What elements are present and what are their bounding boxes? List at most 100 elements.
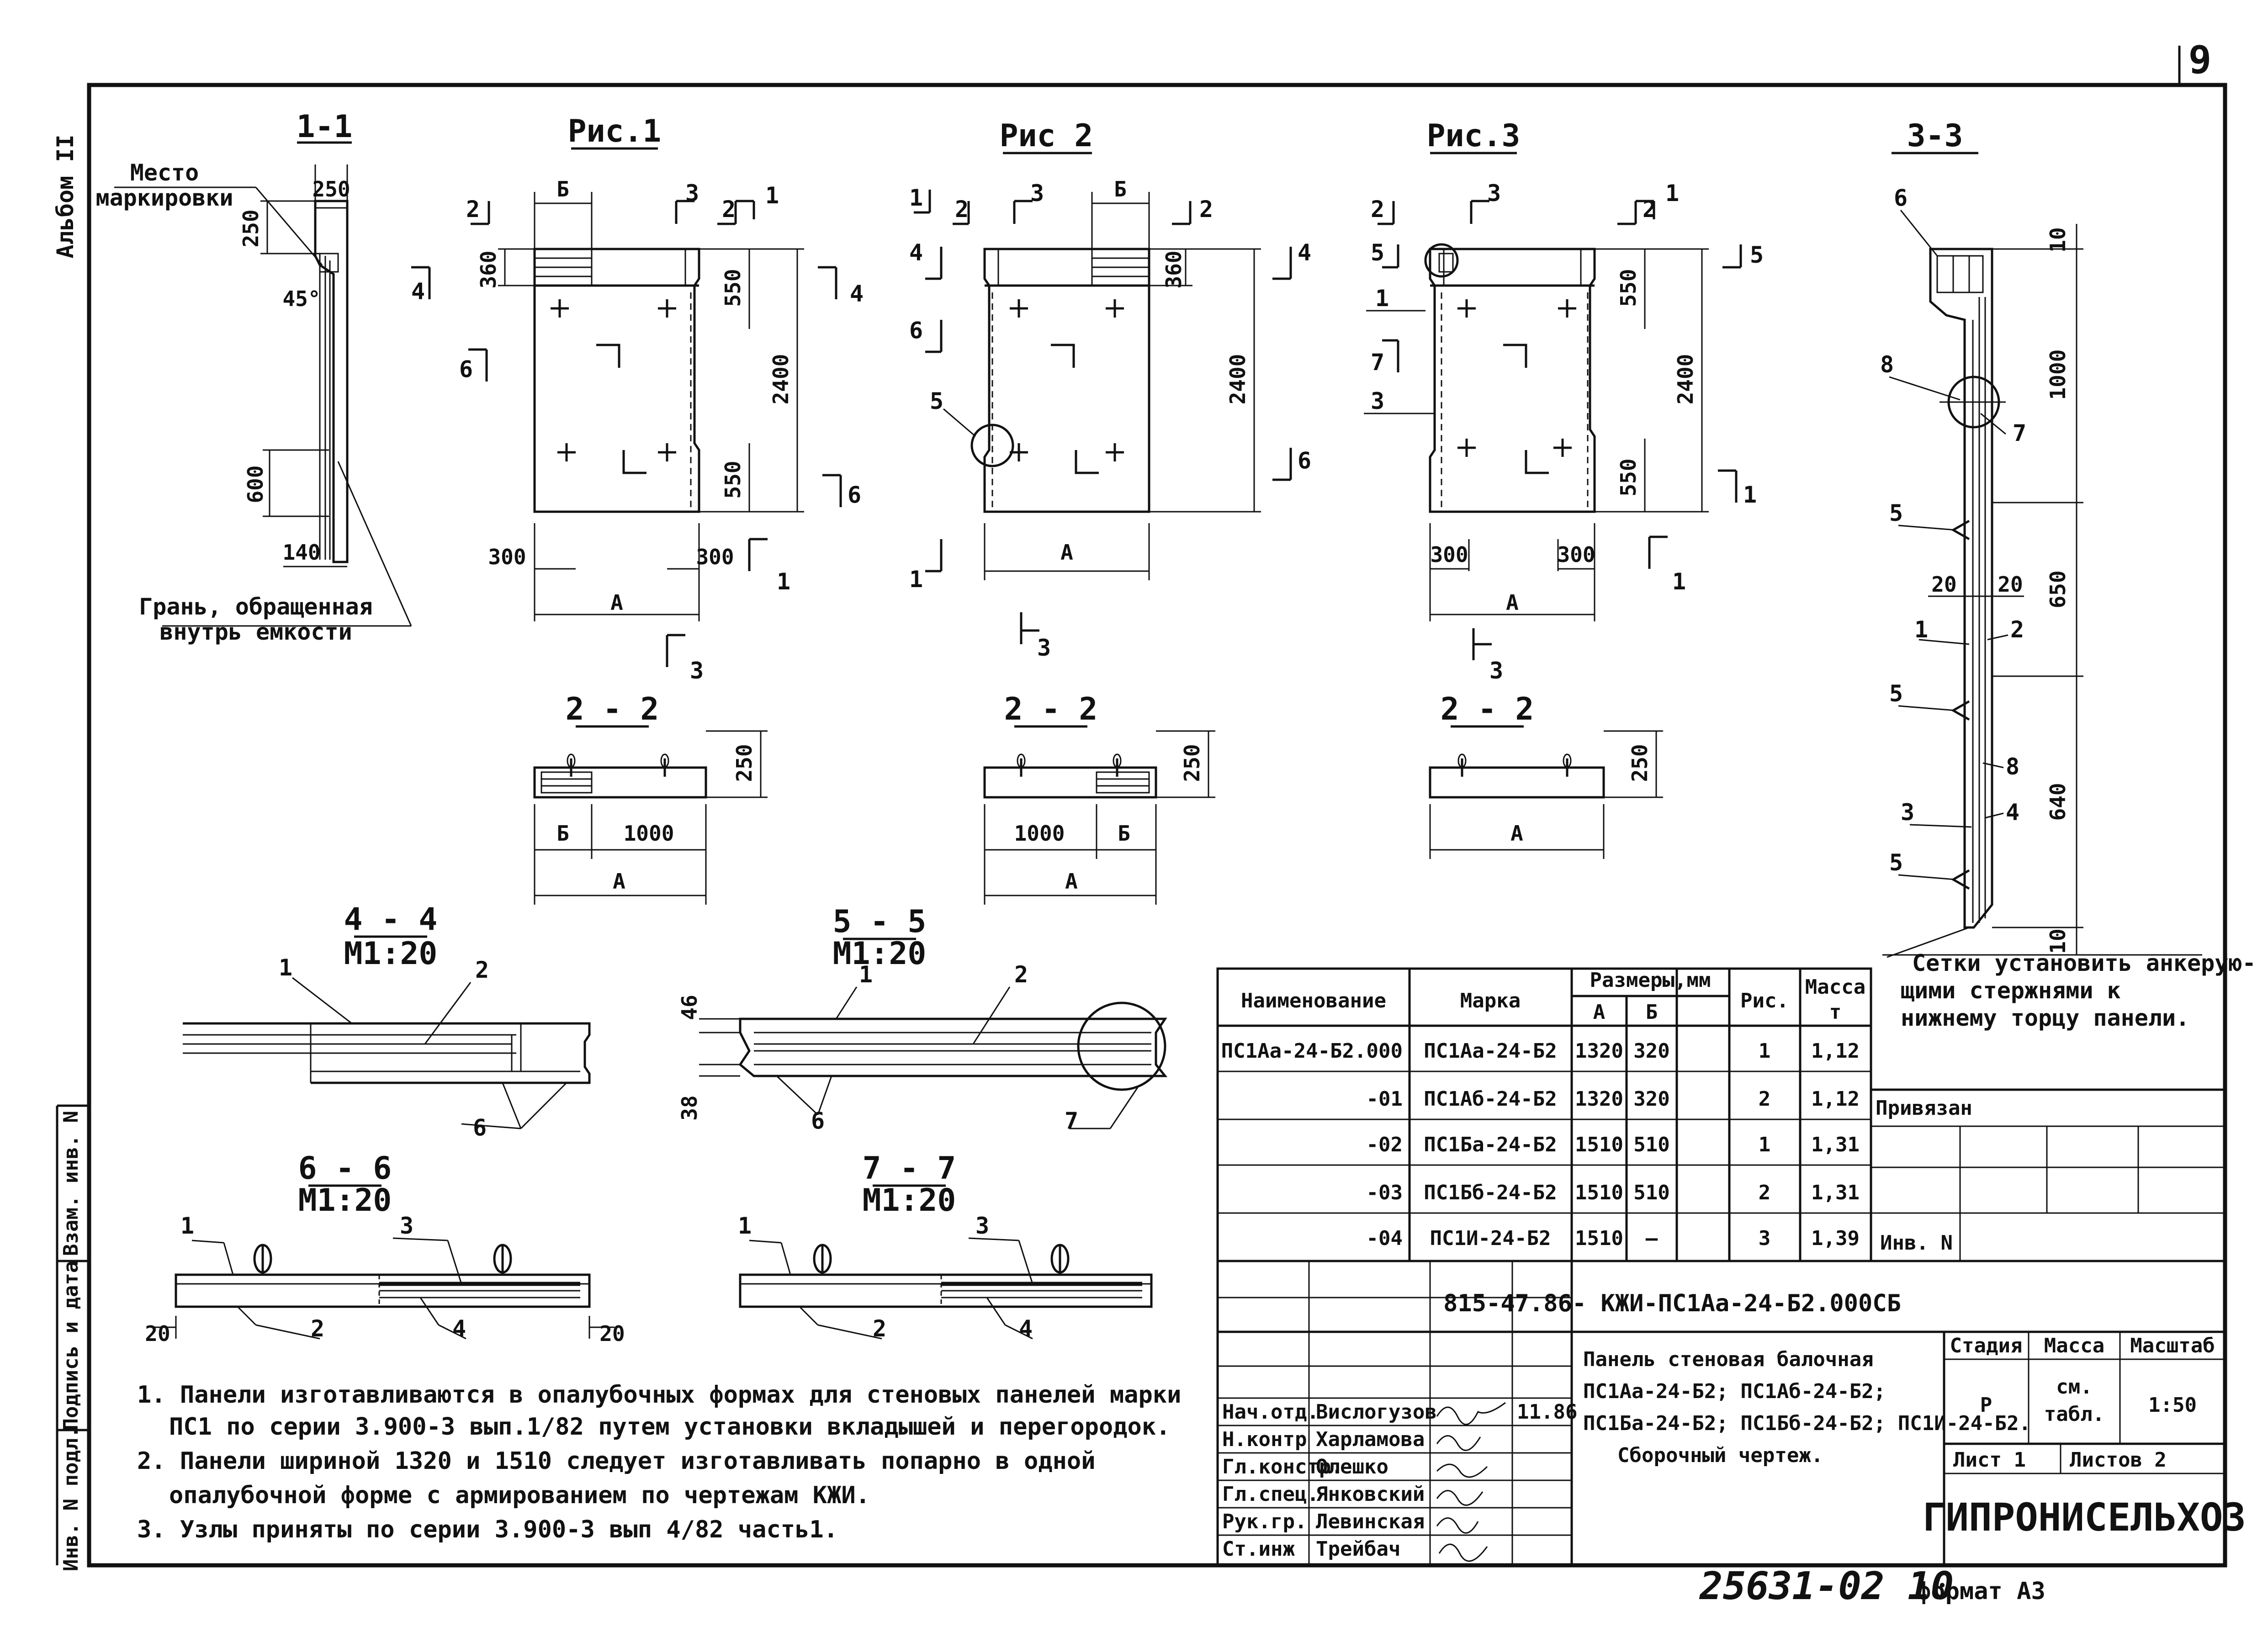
spec-row-4-mass: 1,31 — [1811, 1181, 1860, 1204]
fig1-dim-550-top: 550 — [721, 269, 745, 307]
spec-header-a: А — [1593, 1001, 1606, 1024]
dim-140: 140 — [282, 540, 320, 565]
stamp-title-2: ПС1Аа-24-Б2; ПС1Аб-24-Б2; — [1583, 1380, 1886, 1403]
marking-place-label-1: Место — [130, 159, 199, 186]
sec66-dim-20-right: 20 — [599, 1321, 625, 1346]
section-2-2-a: 2 - 2 250 Б 1000 А — [533, 691, 768, 905]
signature-1 — [1436, 1402, 1506, 1425]
spec-row-2-mass: 1,12 — [1811, 1087, 1860, 1111]
sec55-dim-38: 38 — [677, 1095, 702, 1120]
stamp-mass-value-1: см. — [2056, 1375, 2092, 1399]
mesh-note-2: щими стержнями к — [1901, 977, 2121, 1004]
fig3-dim-300-right: 300 — [1557, 542, 1595, 567]
footer-number: 25631-02 10 — [1699, 1563, 1954, 1608]
svg-text:7: 7 — [1065, 1107, 1078, 1134]
fig1-dim-360: 360 — [476, 250, 501, 288]
section-1-1: 1-1 250 250 45° 600 140 Место маркировки… — [95, 109, 412, 645]
figure-2: Рис 2 5 Б 360 2400 — [909, 118, 1311, 661]
spec-header-mark: Марка — [1460, 989, 1521, 1012]
stamp-name-2: Харламова — [1316, 1428, 1425, 1451]
side-stamp-signature: Подпись и дата — [59, 1261, 83, 1431]
sec33-callout-5a: 5 — [1889, 500, 1903, 526]
figure-3: Рис.3 2400 550 550 300 300 — [1364, 118, 1764, 684]
stamp-stage-header: Стадия — [1950, 1334, 2023, 1357]
sec22b-dim-a: А — [1065, 869, 1078, 894]
section-7-7: 7 - 7 М1:20 1 3 2 4 — [738, 1150, 1153, 1342]
stamp-role-6: Ст.инж — [1222, 1537, 1295, 1561]
sec33-dim-1000: 1000 — [2045, 350, 2070, 400]
stamp-scale-header: Масштаб — [2130, 1334, 2215, 1357]
svg-text:3: 3 — [400, 1213, 413, 1239]
note-3: 3. Узлы приняты по серии 3.900-3 вып 4/8… — [137, 1516, 838, 1543]
sec22c-title: 2 - 2 — [1441, 691, 1534, 727]
sec55-title: 5 - 5 — [833, 904, 927, 940]
svg-text:1: 1 — [279, 954, 292, 981]
spec-row-4-name: -03 — [1367, 1181, 1403, 1204]
svg-text:2: 2 — [475, 957, 489, 983]
signature-6 — [1438, 1543, 1488, 1562]
stamp-role-4: Гл.спец. — [1222, 1483, 1319, 1506]
fig1-dim-b: Б — [556, 177, 569, 201]
fig2-dim-b: Б — [1114, 177, 1127, 201]
fig3-dim-550-bot: 550 — [1616, 458, 1641, 496]
stamp-title-1: Панель стеновая балочная — [1583, 1348, 1874, 1371]
svg-text:2: 2 — [722, 196, 736, 223]
svg-text:3: 3 — [1037, 635, 1051, 661]
stamp-role-5: Рук.гр. — [1222, 1510, 1307, 1533]
stamp-name-4: Янковский — [1316, 1483, 1425, 1506]
spec-row-1-name: ПС1Аа-24-Б2.000 — [1221, 1039, 1403, 1063]
sec33-callout-5b: 5 — [1889, 680, 1903, 707]
svg-text:2: 2 — [1371, 196, 1384, 223]
side-stamp-replace: Взам. инв. N — [59, 1111, 83, 1256]
section-3-3: 3-3 10 1000 650 640 10 20 20 6 8 7 5 1 2… — [1880, 118, 2256, 1031]
svg-text:2: 2 — [466, 196, 480, 223]
svg-text:1: 1 — [765, 182, 779, 209]
fig2-dim-360: 360 — [1161, 250, 1186, 288]
sec33-callout-3: 3 — [1901, 799, 1914, 826]
page-number: 9 — [2189, 37, 2212, 82]
sec33-dim-640: 640 — [2045, 783, 2070, 821]
spec-row-2-fig: 2 — [1759, 1087, 1771, 1111]
svg-text:1: 1 — [1743, 482, 1757, 508]
svg-text:1: 1 — [738, 1213, 752, 1239]
stamp-name-5: Левинская — [1316, 1510, 1425, 1533]
title-block: Привязан Инв. N Нач.отд. Вислогузов 11.8… — [1216, 1088, 2246, 1565]
stamp-mass-header: Масса — [2044, 1334, 2104, 1357]
svg-text:5: 5 — [1750, 242, 1764, 268]
sec33-dim-650: 650 — [2045, 570, 2070, 608]
stamp-bound: Привязан — [1876, 1097, 1972, 1120]
mesh-note-3: нижнему торцу панели. — [1901, 1005, 2189, 1031]
svg-text:2: 2 — [1014, 961, 1028, 988]
svg-text:1: 1 — [777, 568, 790, 595]
fig3-dim-550-top: 550 — [1616, 269, 1641, 307]
stamp-title-4: Сборочный чертеж. — [1617, 1444, 1823, 1467]
fig1-dim-300-right: 300 — [696, 545, 734, 569]
spec-row-5-mark: ПС1И-24-Б2 — [1430, 1227, 1551, 1250]
fig2-dim-a: А — [1060, 540, 1073, 565]
spec-row-4-fig: 2 — [1759, 1181, 1771, 1204]
stamp-scale: 1:50 — [2148, 1394, 2197, 1417]
fig1-dim-300-left: 300 — [488, 545, 526, 569]
inner-face-label-1: Грань, обращенная — [139, 593, 373, 620]
svg-text:6: 6 — [909, 317, 923, 344]
dim-250-side: 250 — [238, 209, 263, 247]
sec22a-dim-1000: 1000 — [624, 821, 674, 846]
spec-row-2-mark: ПС1Аб-24-Б2 — [1424, 1087, 1557, 1111]
sec22b-dim-1000: 1000 — [1014, 821, 1065, 846]
marking-place-label-2: маркировки — [95, 185, 233, 211]
sec22c-dim-250: 250 — [1627, 744, 1652, 782]
stamp-date: 11.86 — [1517, 1400, 1577, 1424]
sec33-callout-5c: 5 — [1889, 849, 1903, 876]
sec33-dim-10-top: 10 — [2045, 227, 2070, 252]
svg-text:6: 6 — [473, 1114, 487, 1141]
spec-header-mass-unit: т — [1829, 1001, 1842, 1024]
stamp-stage: Р — [1980, 1394, 1992, 1417]
sec66-dim-20-left: 20 — [145, 1321, 170, 1346]
stamp-title-3: ПС1Ба-24-Б2; ПС1Бб-24-Б2; ПС1И-24-Б2. — [1583, 1412, 2031, 1435]
spec-row-1-a: 1320 — [1575, 1039, 1623, 1063]
spec-header-fig: Рис. — [1740, 989, 1789, 1012]
sec33-callout-8b: 8 — [2006, 753, 2019, 780]
svg-text:3: 3 — [685, 180, 699, 207]
spec-header-sizes: Размеры,мм — [1590, 969, 1711, 992]
